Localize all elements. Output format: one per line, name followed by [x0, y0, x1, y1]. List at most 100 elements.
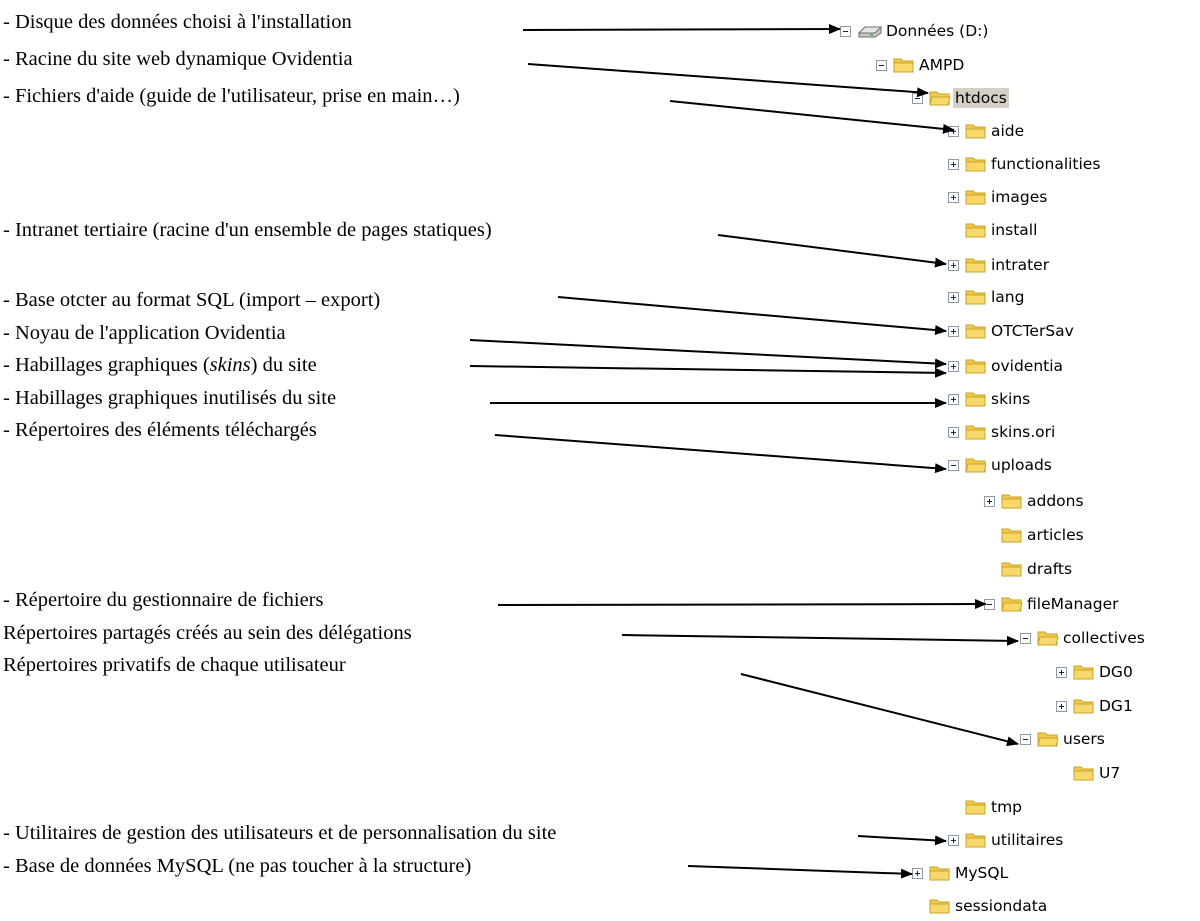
expand-toggle-icon[interactable] [948, 835, 959, 846]
arrow-partages [621, 634, 1019, 646]
annotation-noyau: - Noyau de l'application Ovidentia [3, 322, 286, 344]
arrow-telecharges [494, 434, 947, 474]
folder-icon [1073, 697, 1095, 715]
arrow-habillages [469, 365, 947, 378]
arrow-disque [522, 24, 841, 35]
drive-icon [857, 22, 883, 40]
collapse-toggle-icon[interactable] [1020, 734, 1031, 745]
annotation-inutilises: - Habillages graphiques inutilisés du si… [3, 387, 337, 409]
arrow-noyau [469, 339, 947, 369]
folder-icon [965, 390, 987, 408]
folder-open-icon [1037, 629, 1059, 647]
expand-toggle-icon[interactable] [1056, 701, 1067, 712]
annotation-partages: Répertoires partagés créés au sein des d… [3, 622, 412, 644]
folder-icon [1001, 526, 1023, 544]
folder-icon [965, 256, 987, 274]
expand-toggle-icon[interactable] [948, 292, 959, 303]
tree-node-label: DG0 [1099, 663, 1133, 681]
folder-icon [965, 221, 987, 239]
expand-toggle-icon[interactable] [1056, 667, 1067, 678]
tree-node-label: OTCTerSav [991, 322, 1074, 340]
expand-toggle-icon[interactable] [948, 326, 959, 337]
tree-node-label: aide [991, 122, 1025, 140]
tree-node-label: drafts [1027, 560, 1073, 578]
expand-toggle-icon[interactable] [984, 496, 995, 507]
tree-node-label: fileManager [1027, 595, 1119, 613]
tree-node-label: functionalities [991, 155, 1101, 173]
arrow-utilitaires [857, 835, 947, 846]
tree-node-label: utilitaires [991, 831, 1064, 849]
arrow-intranet [717, 234, 947, 268]
tree-node-label: sessiondata [955, 897, 1048, 915]
annotation-telecharges: - Répertoires des éléments téléchargés [3, 419, 317, 441]
folder-icon [1073, 663, 1095, 681]
collapse-toggle-icon[interactable] [876, 60, 887, 71]
folder-icon [965, 188, 987, 206]
folder-icon [893, 56, 915, 74]
annotation-habillages: - Habillages graphiques (skins) du site [3, 353, 317, 377]
arrow-base [557, 296, 947, 336]
tree-node-label: addons [1027, 492, 1084, 510]
folder-icon [965, 288, 987, 306]
tree-node-label: uploads [991, 456, 1052, 474]
folder-icon [965, 122, 987, 140]
annotation-base: - Base otcter au format SQL (import – ex… [3, 289, 381, 311]
expand-toggle-icon[interactable] [948, 394, 959, 405]
folder-icon [1001, 492, 1023, 510]
folder-icon [1001, 560, 1023, 578]
expand-toggle-icon[interactable] [948, 361, 959, 372]
expand-toggle-icon[interactable] [948, 159, 959, 170]
expand-toggle-icon[interactable] [948, 427, 959, 438]
annotation-gestionnaire: - Répertoire du gestionnaire de fichiers [3, 589, 324, 611]
tree-node-label: collectives [1063, 629, 1145, 647]
tree-node-label: MySQL [955, 864, 1009, 882]
annotation-habillages-em: skins [209, 354, 251, 376]
collapse-toggle-icon[interactable] [948, 460, 959, 471]
folder-icon [965, 357, 987, 375]
folder-open-icon [1037, 730, 1059, 748]
tree-node-label: skins [991, 390, 1031, 408]
annotation-habillages-after: ) du site [250, 354, 317, 376]
folder-icon [965, 322, 987, 340]
folder-icon [965, 798, 987, 816]
annotation-utilitaires: - Utilitaires de gestion des utilisateur… [3, 822, 557, 844]
folder-open-icon [1001, 595, 1023, 613]
tree-node-label: tmp [991, 798, 1023, 816]
tree-node-label: intrater [991, 256, 1050, 274]
tree-node-label: ovidentia [991, 357, 1064, 375]
tree-node-label: skins.ori [991, 423, 1056, 441]
folder-icon [929, 864, 951, 882]
arrow-mysql [687, 865, 913, 879]
tree-node-label: AMPD [919, 56, 965, 74]
annotation-disque: - Disque des données choisi à l'installa… [3, 11, 352, 33]
tree-node-label: articles [1027, 526, 1084, 544]
folder-open-icon [965, 456, 987, 474]
tree-node-label: install [991, 221, 1038, 239]
arrow-privatifs [740, 673, 1019, 747]
tree-node-label: U7 [1099, 764, 1121, 782]
folder-icon [965, 831, 987, 849]
annotation-mysql: - Base de données MySQL (ne pas toucher … [3, 855, 472, 877]
annotation-racine: - Racine du site web dynamique Ovidentia [3, 48, 353, 70]
arrow-gestionnaire [497, 599, 987, 610]
tree-node-label: images [991, 188, 1048, 206]
expand-toggle-icon[interactable] [948, 192, 959, 203]
annotation-habillages-before: - Habillages graphiques ( [3, 354, 210, 376]
folder-icon [1073, 764, 1095, 782]
folder-icon [929, 897, 951, 915]
tree-node-label: DG1 [1099, 697, 1133, 715]
tree-node-label: htdocs [953, 88, 1009, 108]
annotation-privatifs: Répertoires privatifs de chaque utilisat… [3, 654, 346, 676]
annotation-intranet: - Intranet tertiaire (racine d'un ensemb… [3, 219, 492, 241]
folder-icon [965, 155, 987, 173]
annotation-aide: - Fichiers d'aide (guide de l'utilisateu… [3, 85, 460, 107]
tree-node-label: Données (D:) [886, 22, 989, 40]
tree-node-label: lang [991, 288, 1025, 306]
folder-icon [965, 423, 987, 441]
expand-toggle-icon[interactable] [948, 260, 959, 271]
collapse-toggle-icon[interactable] [1020, 633, 1031, 644]
arrow-aide [669, 100, 955, 134]
arrow-racine [527, 63, 929, 98]
folder-open-icon [929, 89, 951, 107]
